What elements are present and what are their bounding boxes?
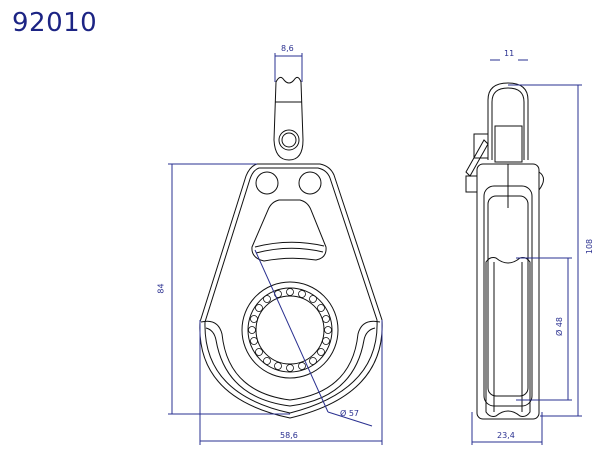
dim-side-shackle-width: 11: [504, 49, 515, 58]
front-view-dimensions: [168, 53, 383, 445]
front-view-block: [199, 76, 383, 419]
part-number-title: 92010: [12, 8, 98, 38]
side-view-block: [465, 82, 544, 420]
dim-front-width: 58,6: [280, 431, 298, 440]
side-view-dimensions: [471, 59, 582, 445]
dim-side-sheave-diameter: Ø 48: [555, 316, 565, 337]
dim-side-width: 23,4: [497, 431, 515, 440]
dim-front-sheave-diameter: Ø 57: [340, 409, 360, 418]
bearing-balls: [248, 288, 332, 372]
dim-side-height: 108: [585, 238, 595, 255]
dim-front-shackle-width: 8,6: [281, 44, 294, 53]
dim-front-height: 84: [156, 283, 166, 294]
